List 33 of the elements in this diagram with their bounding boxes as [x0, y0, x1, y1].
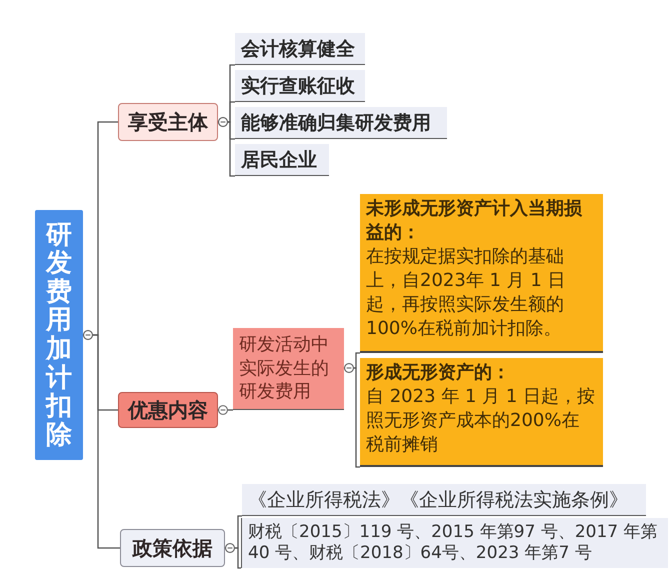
root-topic-box [35, 210, 83, 460]
connector-line [83, 330, 120, 549]
heading-text: 未形成无形资产计入当期损益的： [366, 197, 583, 245]
subtopic-box [241, 518, 668, 568]
subtopic-box [235, 107, 447, 139]
body-text: 自 2023 年 1 月 1 日起，按照无形资产成本的200%在税前摊销 [366, 384, 596, 457]
topic-label: 居民企业 [241, 148, 318, 172]
branch-topic-box [118, 103, 218, 141]
heading-text: 形成无形资产的： [366, 361, 511, 385]
branch-topic-box [118, 392, 218, 428]
branch-topic-box [120, 529, 225, 567]
topic-label: 享受主体 [128, 108, 208, 136]
topic-label: 财税〔2015〕119 号、2015 年第97 号、2017 年第 40 号、财税〔2018〕64号、2023 年第7 号 [248, 522, 658, 564]
title-text: 研发费用加计扣除 [46, 220, 72, 450]
connector-line [344, 363, 360, 468]
subtopic-box [235, 33, 365, 65]
connector-line [225, 543, 241, 569]
topic-label: 研发活动中实际发生的研发费用 [239, 333, 330, 404]
topic-label: 会计核算健全 [241, 36, 356, 62]
note-card [360, 358, 603, 467]
body-text: 在按规定据实扣除的基础上，自2023年 1 月 1 日起，再按照实际发生额的100%在税前加计扣除。 [366, 244, 567, 341]
topic-label: 能够准确归集研发费用 [241, 110, 432, 136]
topic-label: 优惠内容 [128, 396, 208, 424]
subtopic-box [235, 144, 329, 176]
topic-label: 实行查账征收 [241, 74, 356, 98]
connector-line [218, 405, 233, 415]
connector-line [218, 117, 235, 177]
topic-label: 《企业所得税法》《企业所得税法实施条例》 [248, 488, 629, 512]
subtopic-box [242, 484, 646, 516]
note-card [360, 194, 603, 353]
subtopic-box [235, 70, 365, 102]
subtopic-box [233, 328, 344, 410]
topic-label: 政策依据 [132, 534, 212, 562]
